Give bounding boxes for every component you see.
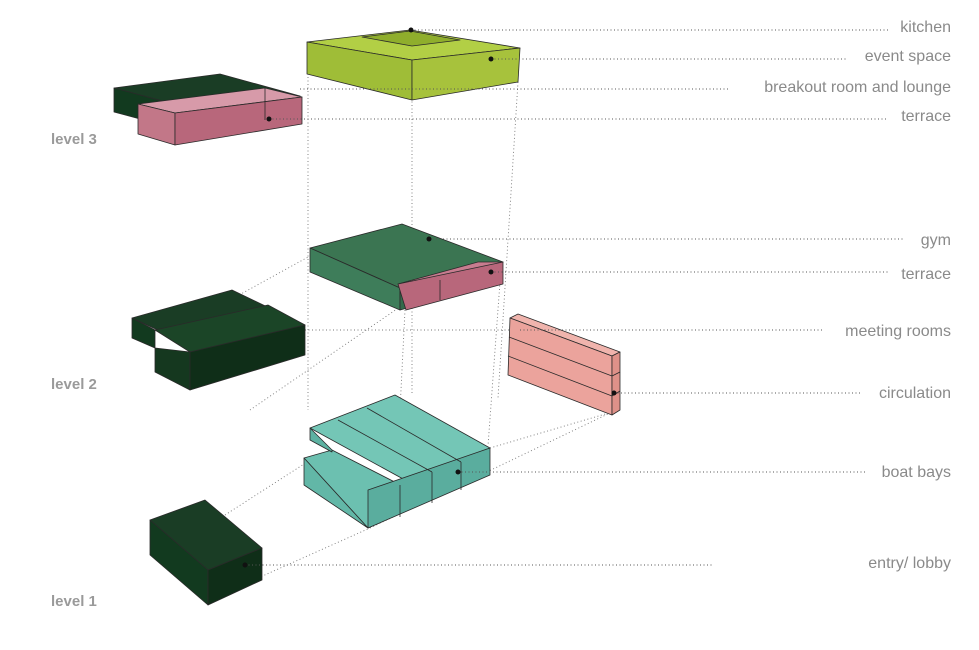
level-2-masses [131,223,621,416]
level-3-label: level 3 [51,131,97,148]
label-kitchen: kitchen [900,19,951,36]
label-event-space: event space [865,48,951,65]
label-circulation: circulation [879,385,951,402]
terrace-2-marker [488,269,494,275]
terrace-level-2-block [397,261,504,311]
level-1-label: level 1 [51,593,97,610]
boat-bays-marker [455,469,461,475]
label-entry-lobby: entry/ lobby [868,555,951,572]
terrace-level-3-block [137,87,303,146]
circulation-block [507,313,621,416]
leader-lines [245,29,905,566]
label-terrace-level-3: terrace [901,108,951,125]
program-labels: kitchen event space breakout room and lo… [764,19,951,572]
label-terrace-level-2: terrace [901,266,951,283]
event-space-marker [488,56,494,62]
entry-lobby-block [149,499,263,606]
label-boat-bays: boat bays [882,464,951,481]
kitchen-marker [408,27,414,33]
level-labels: level 3 level 2 level 1 [51,131,97,610]
circulation-marker [611,390,617,396]
entry-lobby-marker [242,562,248,568]
level-2-label: level 2 [51,376,97,393]
label-breakout-room: breakout room and lounge [764,79,951,96]
label-gym: gym [921,232,951,249]
event-space-block [306,29,521,101]
leader-dots [242,27,617,568]
level-3-masses [113,29,521,146]
boat-bays-block [303,394,491,529]
level-2-dark-block [131,289,306,391]
level-1-masses [149,394,491,606]
label-meeting-rooms: meeting rooms [845,323,951,340]
vertical-guides [224,70,613,579]
terrace-3-marker [266,116,272,122]
gym-marker [426,236,432,242]
